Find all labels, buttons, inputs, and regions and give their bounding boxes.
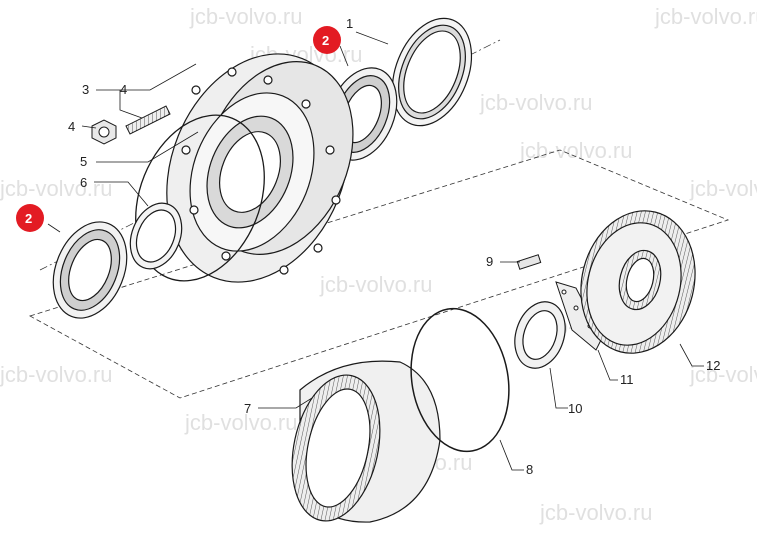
callout-9: 9 [486,254,493,269]
callout-4: 4 [120,82,127,97]
part-10-lock-ring [514,301,566,369]
watermark: jcb-volvo.ru [689,176,757,201]
part-8-snap-ring [410,307,510,453]
leader-lines [47,31,704,471]
highlight-badge-lower[interactable]: 2 [16,204,44,232]
badge-label: 2 [322,33,329,48]
badge-label: 2 [25,211,32,226]
part-5-oring [135,114,265,282]
callout-12: 12 [706,358,720,373]
part-2-bearing-lower [52,221,128,319]
part-3-stud [125,105,171,135]
callout-1: 1 [346,16,353,31]
part-7-ring-gear [291,360,441,523]
callout-5: 5 [80,154,87,169]
callouts: 1 3 4 4 5 6 9 10 11 12 7 8 [68,16,720,477]
callout-6: 6 [80,175,87,190]
callout-11: 11 [620,372,634,387]
watermark: jcb-volvo.ru [479,90,592,115]
part-1-seal [391,17,473,127]
callout-3: 3 [82,82,89,97]
watermark: jcb-volvo.ru [0,176,112,201]
watermark: jcb-volvo.ru [319,272,432,297]
watermark: jcb-volvo.ru [519,138,632,163]
badge-leader [339,45,349,67]
watermark: jcb-volvo.ru [654,4,757,29]
callout-10: 10 [568,401,582,416]
watermark: jcb-volvo.ru [189,4,302,29]
callout-7: 7 [244,401,251,416]
part-4-nut [91,119,117,145]
part-9-screw [516,254,542,270]
hub-housing [166,53,354,283]
callout-4: 4 [68,119,75,134]
watermark: jcb-volvo.ru [539,500,652,525]
highlight-badge-upper[interactable]: 2 [313,26,341,54]
assembly-group-box [28,149,730,399]
callout-8: 8 [526,462,533,477]
part-6-sleeve [129,202,183,270]
watermark: jcb-volvo.ru [184,410,297,435]
part-12-carrier-gear [580,210,696,354]
watermark: jcb-volvo.ru [0,362,112,387]
